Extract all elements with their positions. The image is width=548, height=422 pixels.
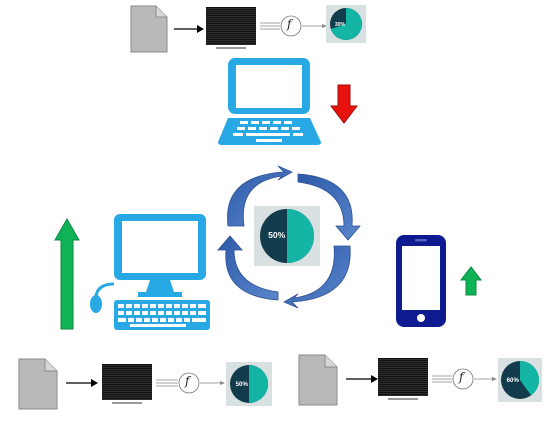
arrow-up-green-small-icon [460, 266, 482, 296]
function-symbol: f [287, 17, 292, 31]
document-icon [298, 354, 338, 406]
pie-slice-teal [520, 361, 539, 396]
function-symbol: f [459, 370, 464, 384]
arrow-right-icon [174, 25, 204, 33]
smartphone-icon [396, 235, 446, 327]
function-symbol: f [185, 374, 190, 388]
arrow-up-green-large-icon [54, 218, 80, 330]
arrow-right-icon [66, 379, 98, 387]
pie-chart-card-top: 30% [326, 5, 366, 43]
pie-percent-label: 30% [335, 22, 346, 28]
encoded-data-caption [216, 47, 246, 49]
function-connector [432, 368, 497, 390]
pipeline-bottom-left: f 50% [18, 358, 274, 414]
encoded-data-block [378, 358, 428, 396]
function-connector [156, 372, 225, 394]
pie-percent-label: 60% [507, 377, 520, 384]
pie-slice-teal [287, 209, 314, 263]
encoded-data-caption [388, 398, 418, 400]
document-icon [18, 358, 58, 410]
pie-percent-label: 50% [236, 381, 249, 388]
function-connector [260, 15, 327, 37]
pipeline-top: f 30% [130, 5, 370, 57]
desktop-computer-icon [90, 214, 210, 330]
center-pie-chart-card: 50% [254, 206, 320, 266]
encoded-data-block [206, 7, 256, 45]
pie-slice-teal [330, 8, 362, 40]
document-icon [130, 5, 168, 53]
pie-chart-card-bottom-right: 60% [498, 358, 542, 402]
arrow-right-icon [346, 375, 378, 383]
pie-chart-card-bottom-left: 50% [226, 362, 272, 406]
refresh-cycle-icon [217, 165, 361, 309]
encoded-data-caption [112, 402, 142, 404]
encoded-data-block [102, 364, 152, 400]
laptop-icon [218, 58, 321, 145]
arrow-down-red-icon [330, 84, 358, 124]
pipeline-bottom-right: f 60% [298, 354, 544, 410]
pie-slice-teal [249, 365, 268, 403]
pie-percent-label: 50% [268, 230, 286, 240]
